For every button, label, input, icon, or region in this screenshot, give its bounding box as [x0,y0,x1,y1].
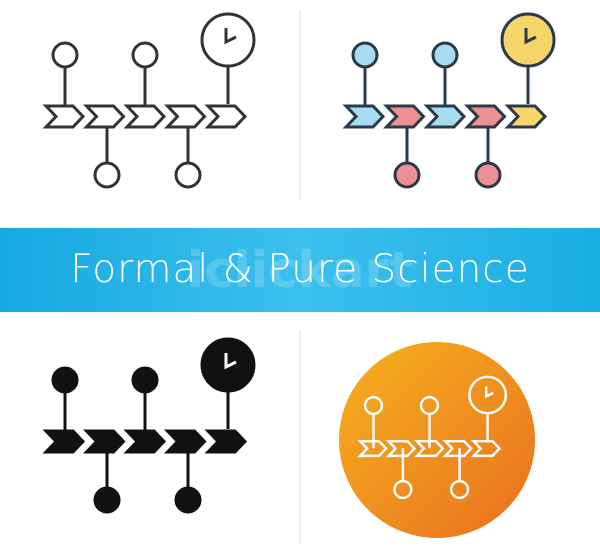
milestone-circle-top [131,41,159,69]
chevron-arrow-icon [204,429,248,454]
clock-hands [224,28,237,45]
chevron-arrow-icon [504,104,548,129]
chevron-arrow-icon [464,104,507,129]
milestone-circle-top [431,41,459,69]
milestone-circle-bottom [474,161,502,189]
banner-title: Formal & Pure Science [70,247,530,292]
milestone-circle-top [419,395,440,416]
watermark: iclickart [186,241,414,299]
chevron-arrow-icon [423,104,467,129]
chevron-arrow-icon [383,104,426,129]
chevron-arrow-icon [342,104,386,129]
chevron-arrow-icon [385,439,417,458]
clock-icon [468,375,508,415]
milestone-circle-bottom [93,161,121,189]
chevron-arrow-icon [442,439,473,458]
timeline-color-icon [342,12,556,189]
clock-hands [484,386,494,399]
chevron-arrow-icon [204,104,248,129]
title-banner: iclickart Formal & Pure Science [0,228,600,312]
chevron-arrow-icon [42,104,86,129]
milestone-circle-bottom [393,479,413,500]
chevron-arrow-icon [83,429,126,454]
timeline-outline-icon [42,12,256,189]
chevron-arrow-icon [123,104,167,129]
milestone-circle-bottom [174,161,202,189]
milestone-circle-top [363,395,384,416]
clock-hands [224,353,237,370]
chevron-arrow-icon [123,429,167,454]
timeline-flat-icon [357,375,508,500]
milestone-circle-top [351,41,379,69]
clock-hands [524,28,537,45]
milestone-circle-top [51,366,79,394]
timeline-glyph-icon [42,337,256,514]
milestone-circle-bottom [93,486,121,514]
chevron-arrow-icon [414,439,445,458]
chevron-arrow-icon [164,104,207,129]
chevron-arrow-icon [470,439,502,458]
chevron-arrow-icon [164,429,207,454]
chevron-arrow-icon [357,439,388,458]
milestone-circle-bottom [174,486,202,514]
chevron-arrow-icon [83,104,126,129]
chevron-arrow-icon [42,429,86,454]
milestone-circle-top [51,41,79,69]
milestone-circle-bottom [393,161,421,189]
milestone-circle-bottom [449,479,470,500]
milestone-circle-top [131,366,159,394]
